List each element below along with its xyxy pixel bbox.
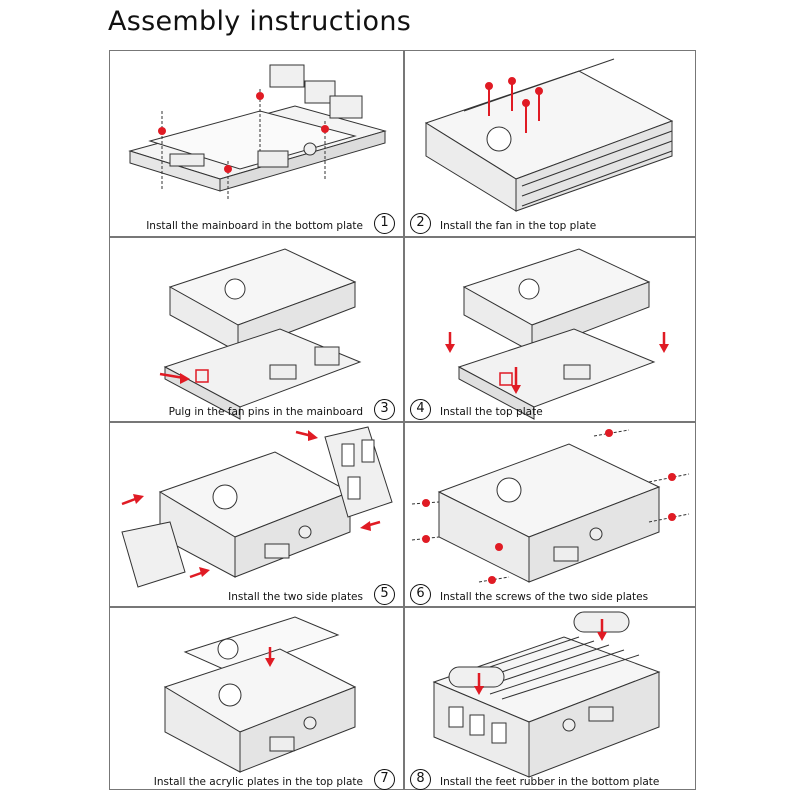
- step-4-number: 4: [410, 399, 431, 420]
- step-6-panel: 6 Install the screws of the two side pla…: [404, 422, 697, 607]
- step-6-caption: Install the screws of the two side plate…: [440, 591, 649, 603]
- step-4-caption: Install the top plate: [440, 406, 543, 418]
- step-2-caption: Install the fan in the top plate: [440, 220, 597, 232]
- grid-divider-row-3: [110, 606, 695, 608]
- step-3-caption: Pulg in the fan pins in the mainboard: [168, 406, 363, 418]
- step-5-illustration: [121, 426, 393, 588]
- step-8-illustration: [432, 611, 661, 778]
- step-3-illustration: [159, 248, 362, 420]
- step-7-panel: Install the acrylic plates in the top pl…: [110, 607, 403, 792]
- step-2-number: 2: [410, 213, 431, 234]
- step-5-number: 5: [374, 584, 395, 605]
- step-6-number: 6: [410, 584, 431, 605]
- grid-divider-row-1: [110, 236, 695, 238]
- instructions-grid: Install the mainboard in the bottom plat…: [109, 50, 696, 790]
- step-2-illustration: [424, 58, 674, 212]
- step-1-caption: Install the mainboard in the bottom plat…: [146, 220, 363, 232]
- step-8-panel: 8 Install the feet rubber in the bottom …: [404, 607, 697, 792]
- grid-divider-vertical: [403, 51, 405, 789]
- step-8-caption: Install the feet rubber in the bottom pl…: [440, 776, 660, 788]
- page-title: Assembly instructions: [108, 6, 412, 37]
- step-5-caption: Install the two side plates: [228, 591, 363, 603]
- step-1-panel: Install the mainboard in the bottom plat…: [110, 51, 403, 236]
- step-2-panel: 2 Install the fan in the top plate: [404, 51, 697, 236]
- step-1-illustration: [128, 64, 387, 201]
- step-3-number: 3: [374, 399, 395, 420]
- step-3-panel: Pulg in the fan pins in the mainboard 3: [110, 237, 403, 422]
- step-7-caption: Install the acrylic plates in the top pl…: [153, 776, 363, 788]
- step-1-number: 1: [374, 213, 395, 234]
- step-5-panel: Install the two side plates 5: [110, 422, 403, 607]
- step-6-illustration: [411, 429, 690, 584]
- grid-divider-row-2: [110, 421, 695, 423]
- step-8-number: 8: [410, 769, 431, 790]
- step-7-number: 7: [374, 769, 395, 790]
- step-4-panel: 4 Install the top plate: [404, 237, 697, 422]
- step-4-illustration: [445, 248, 669, 420]
- step-7-illustration: [163, 616, 357, 773]
